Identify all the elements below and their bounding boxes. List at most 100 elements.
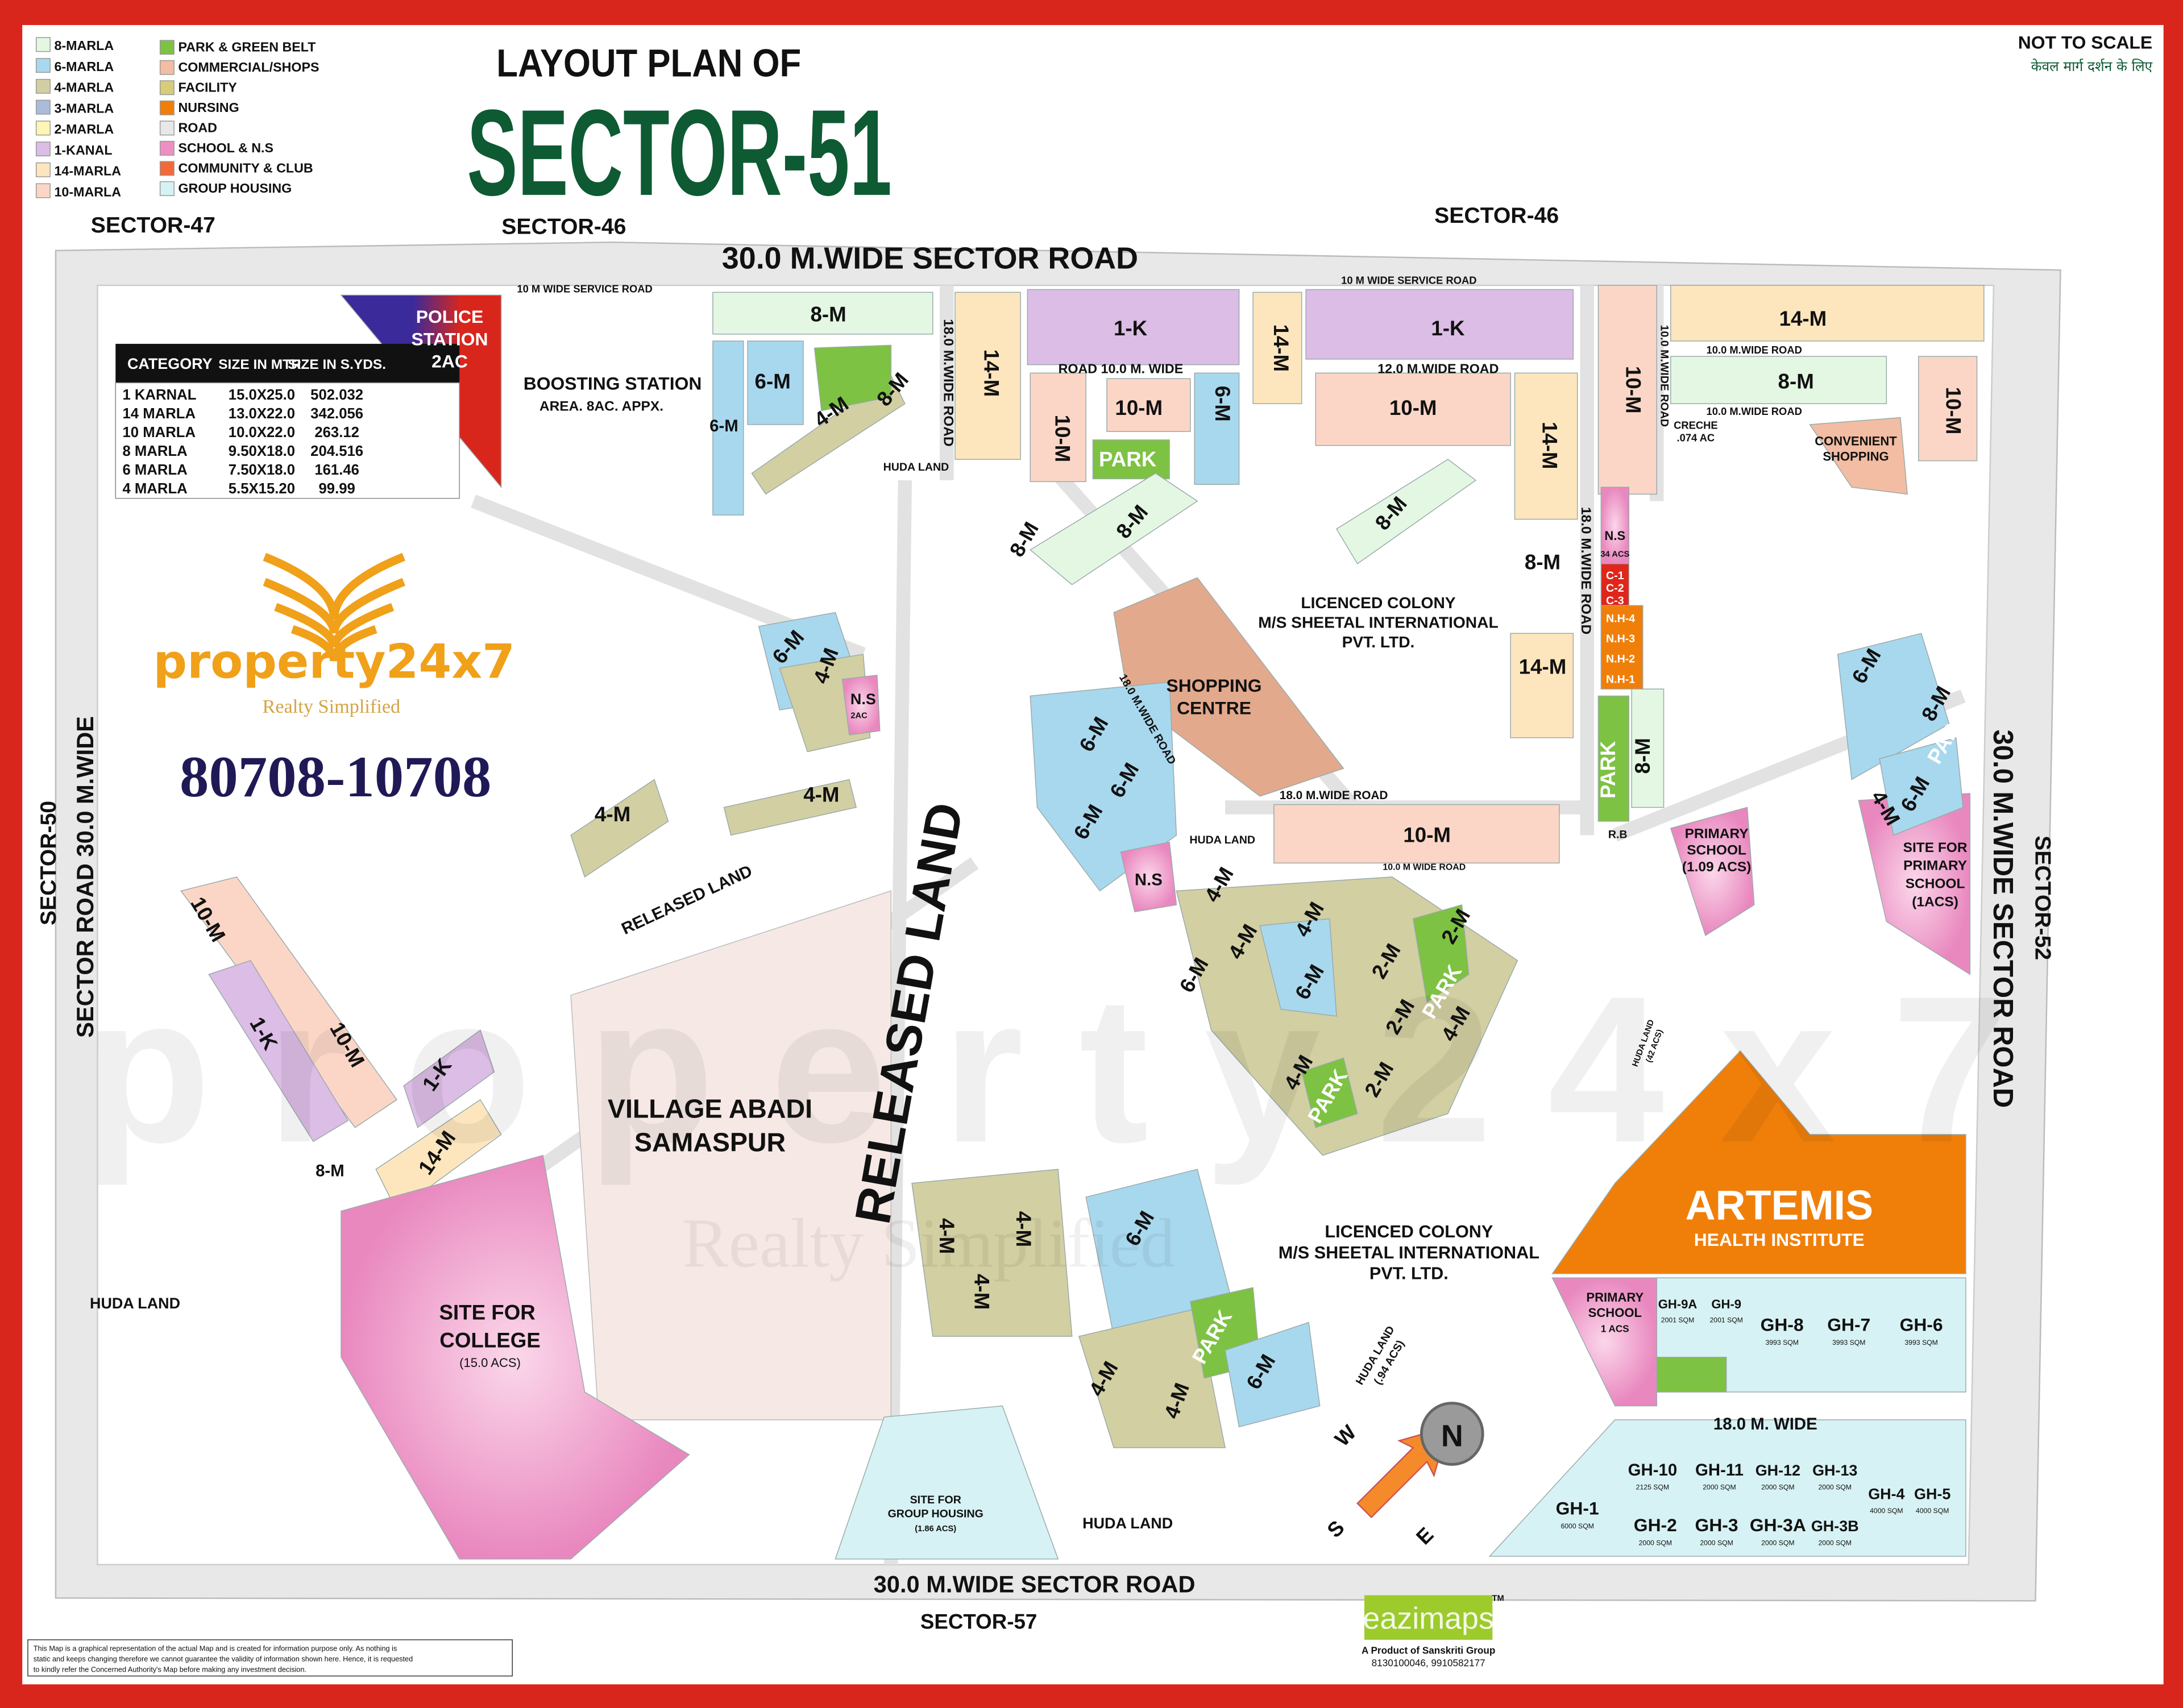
licenced-colony-label: M/S SHEETAL INTERNATIONAL (1279, 1243, 1539, 1262)
group-housing-plot-area: 4000 SQM (1870, 1507, 1903, 1515)
legend-swatch (159, 40, 175, 55)
parcel-14-marla (1514, 372, 1578, 520)
parcel-1-kanal (1305, 289, 1574, 360)
table-header: SIZE IN MTR. (218, 357, 305, 372)
block-label: 14-M (1538, 422, 1561, 469)
road-label: 18.0 M.WIDE ROAD (940, 319, 956, 446)
block-label: 10-M (1389, 396, 1437, 419)
parcel-6-marla (1879, 737, 1964, 836)
community-club-label: C-2 (1606, 582, 1624, 595)
legend-swatch (159, 140, 175, 156)
group-housing-plot-area: 4000 SQM (1916, 1507, 1949, 1515)
group-housing-plot-name: GH-2 (1634, 1515, 1677, 1535)
road-label: ROAD 10.0 M. WIDE (1059, 361, 1184, 376)
site-group-housing-label: SITE FOR (910, 1494, 961, 1506)
block-label: PARK (1596, 741, 1620, 799)
legend-item-label: 4-MARLA (55, 80, 114, 95)
parcel-8-marla (1670, 356, 1887, 404)
primary-school-label: PRIMARY (1586, 1290, 1644, 1304)
convenient-shopping-parcel (1809, 417, 1908, 495)
legend-item-label: 3-MARLA (55, 101, 114, 115)
group-housing-plot-area: 2000 SQM (1700, 1539, 1733, 1547)
legend-item-label: COMMERCIAL/SHOPS (178, 60, 319, 74)
not-to-scale-note: NOT TO SCALE (2018, 32, 2152, 53)
group-housing-plot-area: 2000 SQM (1639, 1539, 1672, 1547)
legend-item-label: SCHOOL & N.S (178, 140, 273, 155)
legend-swatch (35, 99, 51, 115)
licenced-colony-label: M/S SHEETAL INTERNATIONAL (1258, 614, 1498, 631)
disclaimer-text: static and keeps changing therefore we c… (34, 1655, 413, 1663)
table-cell: 1 KARNAL (123, 387, 197, 403)
parcel-1-kanal (208, 959, 349, 1142)
size-table-body (115, 382, 460, 499)
group-housing-plot-area: 2000 SQM (1761, 1539, 1794, 1547)
parcel-8-marla (1631, 688, 1665, 808)
size-table-header (115, 343, 460, 383)
ns-label: N.S (1135, 871, 1163, 890)
village-abadi-label: SAMASPUR (634, 1127, 786, 1157)
nursing-label: N.H-2 (1606, 653, 1635, 666)
block-label: 14-M (1519, 655, 1567, 678)
ns-parcel (841, 674, 881, 735)
artemis-label: ARTEMIS (1685, 1181, 1873, 1228)
parcel-8-marla (712, 292, 933, 335)
table-cell: 263.12 (314, 425, 359, 440)
group-housing-plot-name: GH-12 (1755, 1462, 1800, 1479)
site-primary-school-label: (1ACS) (1912, 894, 1958, 909)
legend-item-label: PARK & GREEN BELT (178, 40, 316, 55)
parcel-6-marla (1259, 918, 1337, 1017)
legend-swatch (35, 142, 51, 157)
parcel-14-marla (375, 1099, 502, 1212)
parcel-6-marla (747, 340, 804, 425)
block-label: 4-M (935, 1218, 958, 1254)
table-cell: 6 MARLA (123, 462, 188, 478)
parcel-6-marla (712, 340, 744, 516)
group-housing-plot-name: GH-3 (1695, 1515, 1738, 1535)
group-housing-plot-name: GH-7 (1827, 1314, 1870, 1335)
eazimaps-tm: TM (1492, 1594, 1504, 1603)
table-cell: 13.0X22.0 (229, 406, 295, 422)
site-college-label: (15.0 ACS) (459, 1356, 521, 1370)
road-label: 10.0 M.WIDE ROAD (1707, 405, 1802, 417)
site-college-label: COLLEGE (439, 1329, 540, 1352)
sector-52-label: SECTOR-52 (2030, 836, 2055, 960)
sector-46-label: SECTOR-46 (501, 214, 626, 239)
legend-swatch (159, 60, 175, 75)
nursing-label: N.H-4 (1606, 613, 1635, 625)
licenced-colony-label: PVT. LTD. (1369, 1264, 1449, 1283)
group-housing-plot-area: 2001 SQM (1661, 1316, 1694, 1324)
road-label: 12.0 M.WIDE ROAD (1377, 361, 1499, 376)
primary-school-label: (1.09 ACS) (1682, 859, 1752, 875)
disclaimer-text: to kindly refer the Concerned Authority'… (34, 1665, 306, 1673)
block-label: 8-M (1631, 738, 1654, 774)
table-cell: 161.46 (314, 462, 359, 478)
nursing-parcel (1600, 605, 1644, 690)
legend-item-label: 6-MARLA (55, 59, 114, 74)
park (1656, 1357, 1727, 1393)
block-label: 4-M (595, 803, 630, 826)
table-cell: 9.50X18.0 (229, 443, 295, 459)
legend-swatch (35, 162, 51, 177)
block-label: 1-K (1431, 317, 1465, 340)
table-cell: 99.99 (318, 481, 355, 497)
parcel-10-marla (1273, 804, 1560, 864)
site-college-parcel (341, 1154, 690, 1560)
disclaimer-text: This Map is a graphical representation o… (34, 1644, 397, 1653)
park (814, 344, 892, 412)
community-club-label: C-1 (1606, 570, 1624, 582)
primary-school-label: 1 ACS (1601, 1323, 1629, 1335)
group-housing-plot-name: GH-4 (1868, 1486, 1904, 1503)
site-primary-school-label: SCHOOL (1906, 876, 1965, 892)
parcel-1-kanal (403, 1029, 495, 1128)
site-group-housing-parcel (835, 1405, 1059, 1560)
block-label: PARK (1099, 447, 1157, 471)
legend-swatch (35, 58, 51, 73)
group-housing-plot-area: 2000 SQM (1761, 1483, 1794, 1491)
community-club-parcel (1600, 563, 1630, 606)
group-housing-plot-name: GH-13 (1812, 1462, 1857, 1479)
rb-label: R.B (1608, 828, 1628, 841)
primary-school-label: PRIMARY (1685, 826, 1749, 841)
group-housing-plot-area: 2000 SQM (1703, 1483, 1736, 1491)
primary-school-gh-parcel (1551, 1277, 1658, 1407)
